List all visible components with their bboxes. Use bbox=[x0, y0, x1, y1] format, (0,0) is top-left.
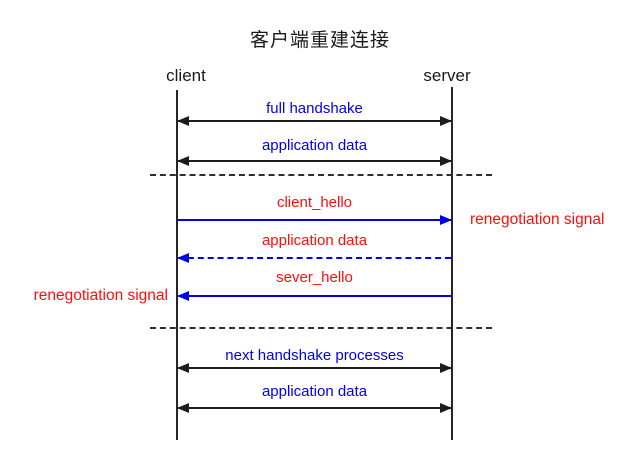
label-sever-hello: sever_hello bbox=[276, 269, 353, 286]
section-separator-top bbox=[150, 174, 492, 176]
arrow-client-hello bbox=[178, 215, 452, 225]
label-application-data-2: application data bbox=[261, 232, 368, 249]
section-separator-bottom bbox=[150, 327, 492, 329]
server-lifeline bbox=[451, 87, 453, 440]
arrow-application-data-1 bbox=[177, 156, 452, 166]
arrow-sever-hello bbox=[177, 291, 451, 301]
client-lifeline bbox=[176, 90, 178, 440]
actor-client-label: client bbox=[166, 66, 206, 85]
label-application-data-1: application data bbox=[261, 137, 368, 154]
arrow-application-data-2 bbox=[177, 253, 451, 263]
label-full-handshake: full handshake bbox=[266, 100, 363, 117]
arrow-full-handshake bbox=[177, 116, 452, 126]
annotation-renegotiation-signal-right: renegotiation signal bbox=[470, 211, 605, 228]
label-application-data-3: application data bbox=[261, 383, 368, 400]
label-client-hello: client_hello bbox=[276, 194, 353, 211]
arrow-next-handshake bbox=[177, 363, 452, 373]
annotation-renegotiation-signal-left: renegotiation signal bbox=[33, 287, 168, 304]
diagram-title: 客户端重建连接 bbox=[249, 30, 390, 51]
arrow-application-data-3 bbox=[177, 403, 452, 413]
label-next-handshake: next handshake processes bbox=[225, 347, 404, 364]
actor-server-label: server bbox=[423, 66, 471, 85]
